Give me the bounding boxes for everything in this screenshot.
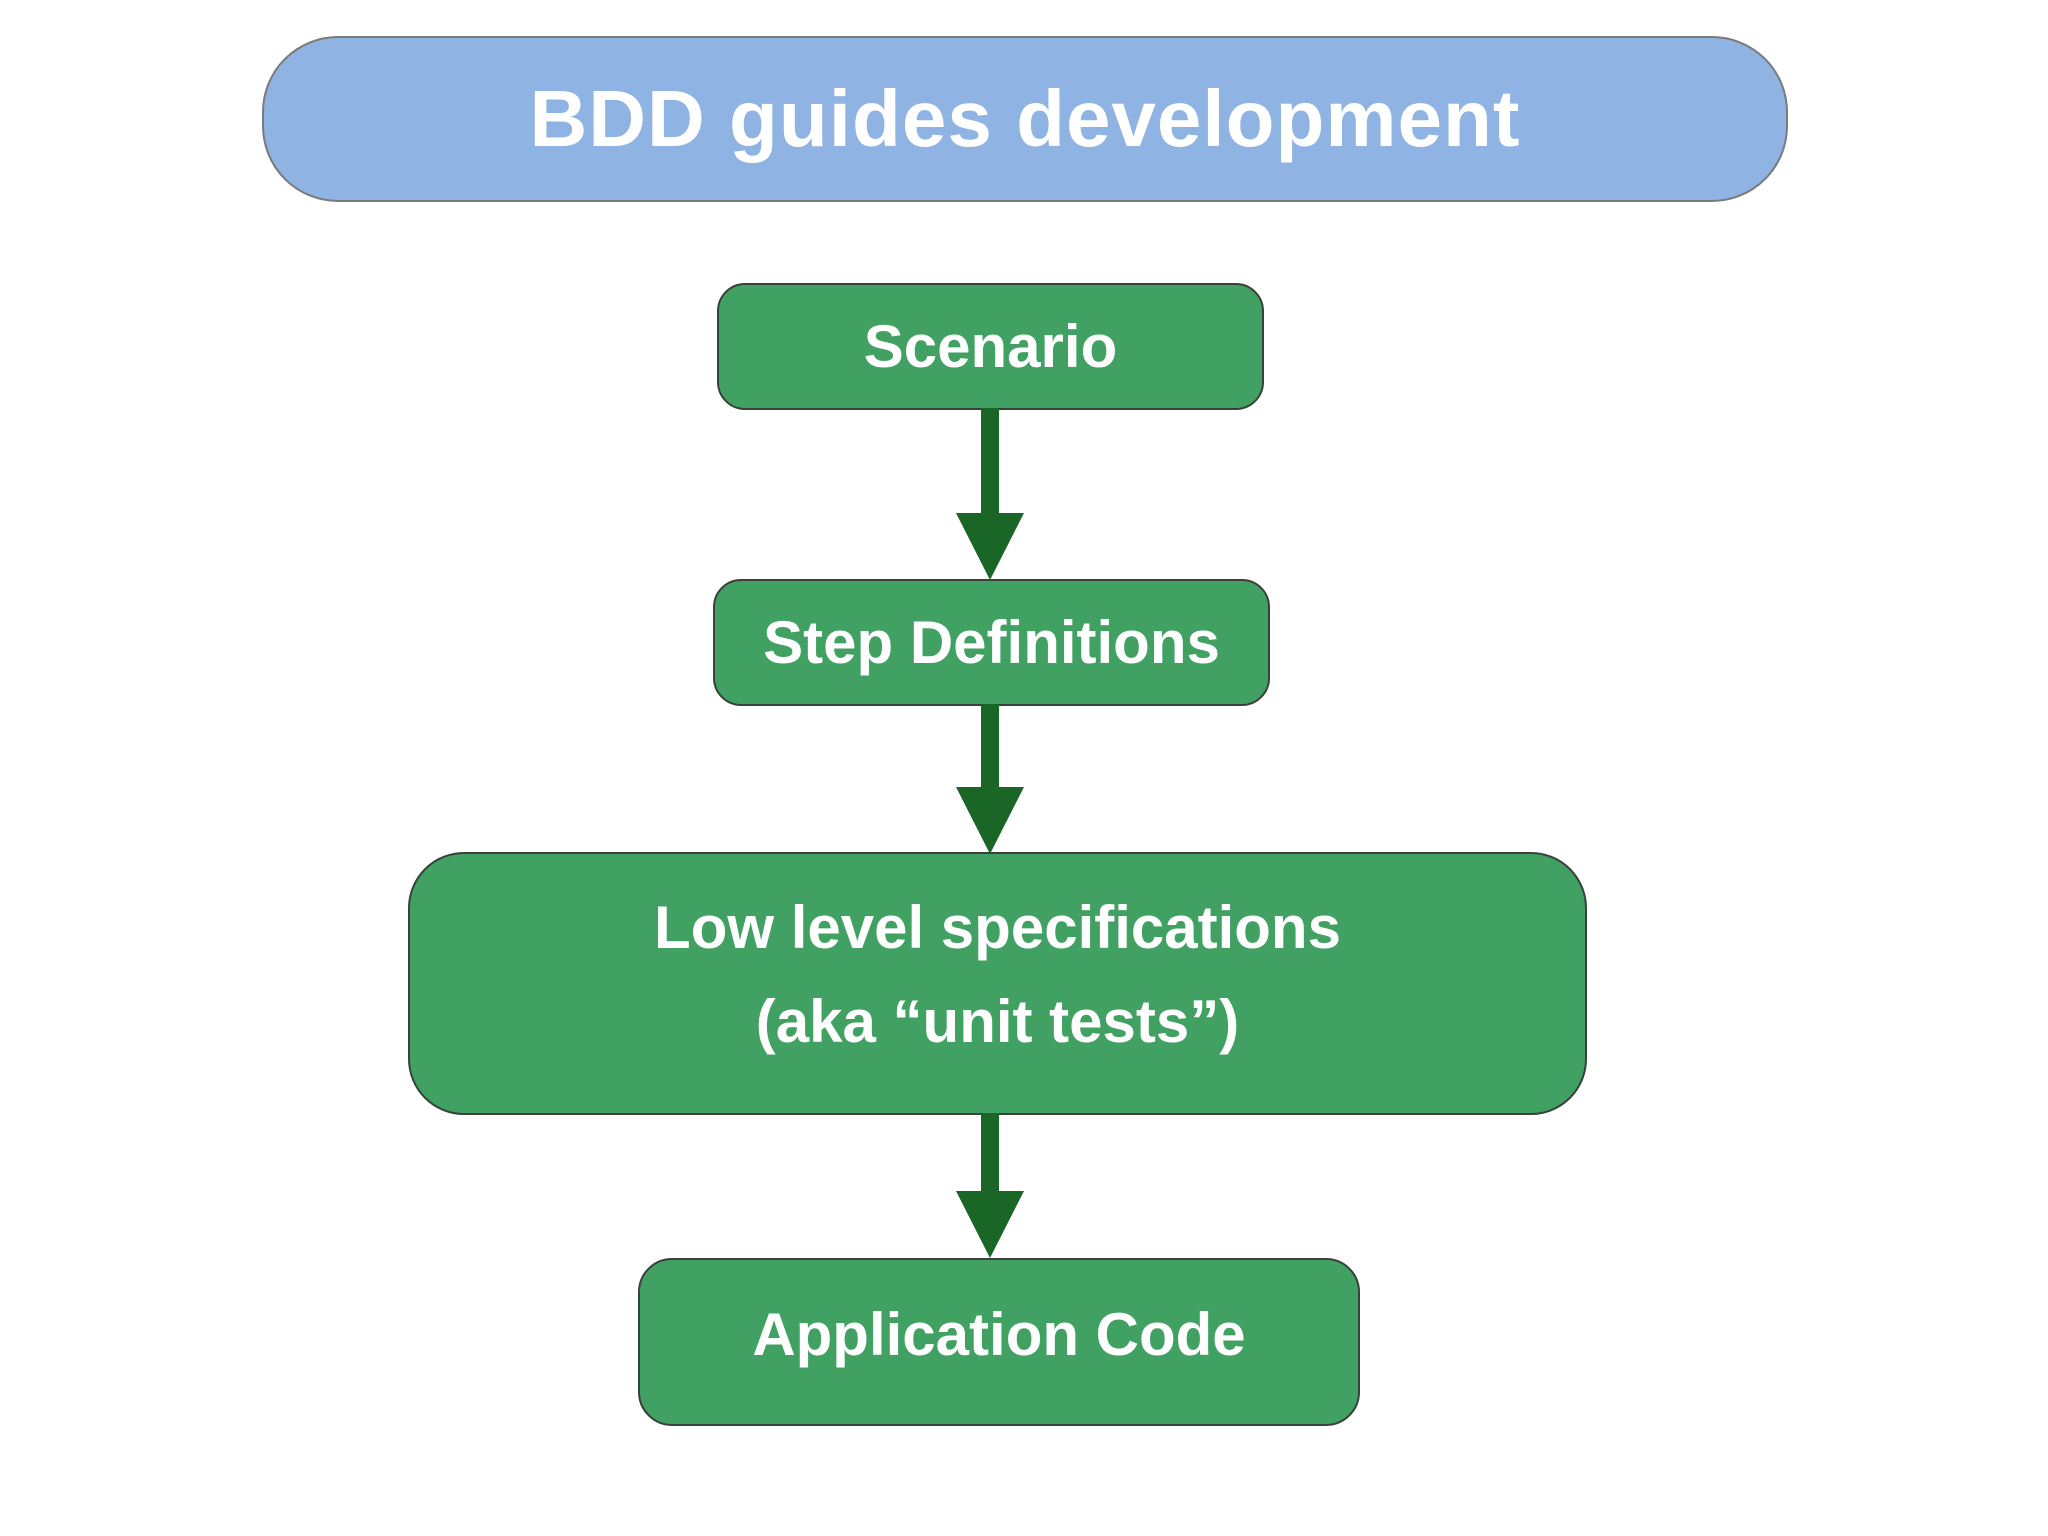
down-arrow-icon-3: [956, 1113, 1024, 1258]
node-scenario: Scenario: [717, 283, 1264, 410]
node-application-code-label: Application Code: [752, 1301, 1246, 1368]
diagram-title-banner: BDD guides development: [262, 36, 1788, 202]
node-step-definitions-label: Step Definitions: [763, 608, 1220, 676]
node-low-level-specifications-label-line1: Low level specifications: [654, 893, 1341, 961]
node-application-code: Application Code: [638, 1258, 1360, 1426]
node-step-definitions: Step Definitions: [713, 579, 1270, 706]
diagram-title-label: BDD guides development: [529, 74, 1521, 163]
node-scenario-label: Scenario: [863, 312, 1118, 380]
down-arrow-icon-2: [956, 704, 1024, 854]
node-low-level-specifications: Low level specifications (aka “unit test…: [408, 852, 1587, 1115]
node-low-level-specifications-label-line2: (aka “unit tests”): [755, 987, 1240, 1055]
down-arrow-icon-1: [956, 408, 1024, 580]
